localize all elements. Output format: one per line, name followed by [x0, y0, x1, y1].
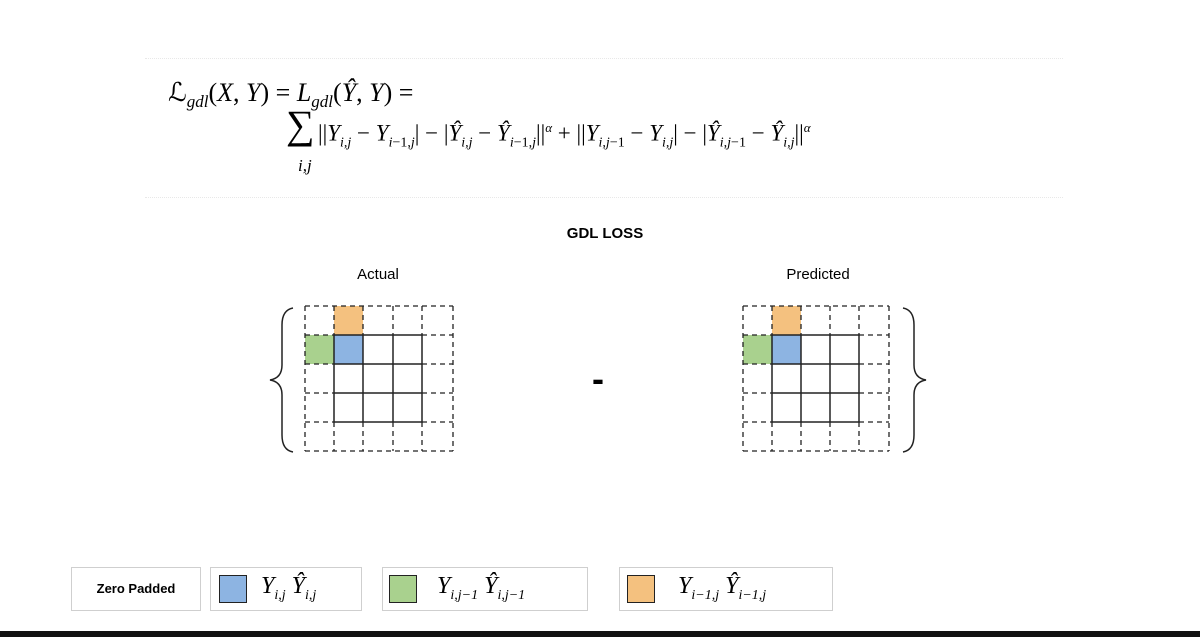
- summation-symbol: ∑: [286, 102, 315, 147]
- orange-swatch: [627, 575, 655, 603]
- predicted-inner-grid: [771, 334, 860, 423]
- blue-swatch: [219, 575, 247, 603]
- predicted-cell-orange: [772, 306, 801, 335]
- actual-grid: [304, 305, 454, 452]
- formula-line-2: ||Yi,j − Yi−1,j| − |Ŷi,j − Ŷi−1,j||α + |…: [318, 120, 811, 151]
- actual-padding-lines: [304, 305, 454, 452]
- legend-item-left-neighbor: Yi,j−1 Ŷi,j−1: [382, 567, 588, 611]
- legend-item-current: Yi,j Ŷi,j: [210, 567, 362, 611]
- green-swatch: [389, 575, 417, 603]
- actual-inner-grid: [333, 334, 423, 423]
- predicted-grid: [742, 305, 890, 452]
- formula-panel: [145, 58, 1063, 198]
- legend-top-neighbor-label: Yi−1,j Ŷi−1,j: [678, 573, 767, 603]
- legend-left-neighbor-label: Yi,j−1 Ŷi,j−1: [437, 573, 526, 603]
- bottom-border: [0, 631, 1200, 637]
- predicted-padding-lines: [742, 305, 890, 452]
- formula-line-1: ℒgdl(X, Y) = Lgdl(Ŷ, Y) =: [168, 78, 414, 112]
- summation-subscript: i,j: [298, 156, 312, 175]
- actual-cell-orange: [334, 306, 363, 335]
- actual-cell-blue: [334, 335, 363, 364]
- actual-cell-green: [305, 335, 334, 364]
- legend-zero-padded-label: Zero Padded: [96, 581, 176, 596]
- predicted-label: Predicted: [786, 266, 850, 283]
- legend-current-label: Yi,j Ŷi,j: [261, 573, 317, 603]
- legend-item-top-neighbor: Yi−1,j Ŷi−1,j: [619, 567, 833, 611]
- diagram-title: GDL LOSS: [566, 225, 644, 242]
- left-brace: [269, 307, 294, 453]
- actual-label: Actual: [357, 266, 399, 283]
- predicted-cell-green: [743, 335, 772, 364]
- legend-zero-padded: Zero Padded: [71, 567, 201, 611]
- right-brace: [902, 307, 927, 453]
- predicted-cell-blue: [772, 335, 801, 364]
- minus-operator: -: [592, 358, 604, 399]
